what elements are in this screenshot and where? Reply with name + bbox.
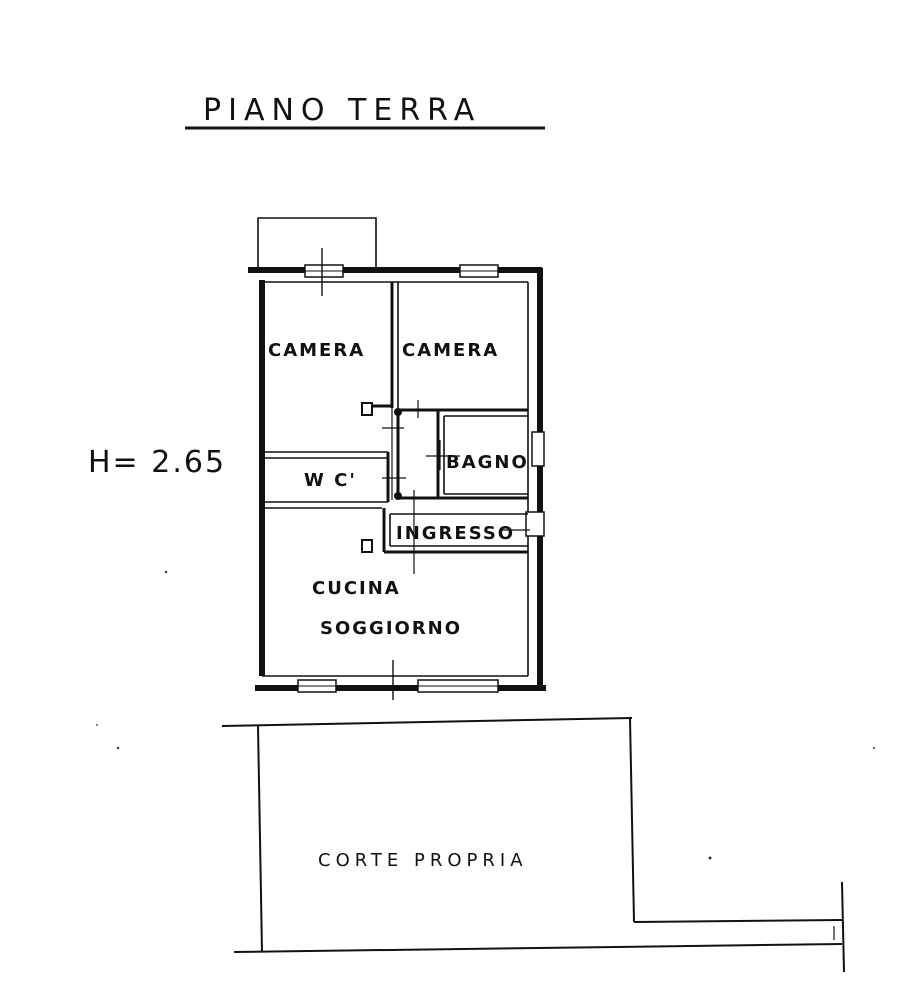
windows-top xyxy=(304,248,499,296)
interior-walls xyxy=(262,282,528,554)
room-soggiorno-label: SOGGIORNO xyxy=(320,618,462,639)
courtyard-label: CORTE PROPRIA xyxy=(318,850,528,871)
plan-title: PIANO TERRA xyxy=(203,93,481,128)
room-ingresso-label: INGRESSO xyxy=(396,523,515,544)
room-wc-label: W C' xyxy=(304,470,357,491)
ceiling-height-label: H= 2.65 xyxy=(88,445,226,480)
window-right xyxy=(525,431,545,537)
windows-bottom xyxy=(297,660,499,700)
room-camera-left-label: CAMERA xyxy=(268,340,365,361)
room-cucina-label: CUCINA xyxy=(312,578,401,599)
courtyard-outline xyxy=(221,717,845,973)
room-bagno-label: BAGNO xyxy=(446,452,529,473)
scan-specks xyxy=(96,570,875,860)
door-marks xyxy=(382,398,530,574)
room-camera-right-label: CAMERA xyxy=(402,340,499,361)
balcony xyxy=(257,217,377,268)
